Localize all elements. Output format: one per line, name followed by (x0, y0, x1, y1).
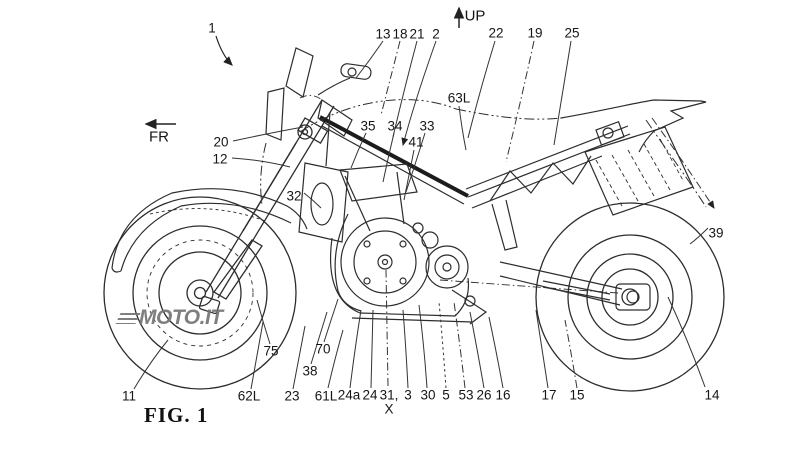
part-label-30: 30 (420, 387, 436, 403)
part-label-33: 33 (419, 118, 435, 134)
swingarm (439, 261, 651, 311)
part-label-53: 53 (458, 387, 474, 403)
front-fork (205, 99, 335, 300)
part-label-24a: 24a (337, 387, 361, 403)
front-wheel (103, 196, 297, 390)
part-label-34: 34 (387, 118, 403, 134)
part-label-62l: 62L (237, 388, 261, 404)
part-label-5: 5 (442, 387, 450, 403)
part-label-61l: 61L (314, 388, 338, 404)
part-label-22: 22 (488, 25, 504, 41)
part-label-11: 11 (121, 388, 137, 404)
part-label-17: 17 (541, 387, 557, 403)
part-label-21: 21 (409, 26, 425, 42)
watermark-text: MOTO.IT (139, 306, 223, 329)
pannier-muffler (584, 126, 694, 216)
front-fender (111, 188, 308, 273)
part-label-14: 14 (704, 387, 720, 403)
bodywork-outline (260, 99, 707, 208)
reference-1-arrow (215, 35, 233, 66)
part-label-38: 38 (302, 363, 318, 379)
part-label-13: 13 (375, 26, 391, 42)
figure-caption: FIG. 1 (144, 403, 209, 427)
fr-label: FR (149, 128, 169, 146)
radiator (298, 162, 349, 243)
part-label-20: 20 (213, 134, 229, 150)
part-label-41: 41 (408, 134, 424, 150)
part-label-1: 1 (208, 20, 216, 36)
part-label-70: 70 (315, 341, 331, 357)
part-label-31: 31, (379, 387, 399, 403)
up-label: UP (464, 7, 486, 25)
part-label-39: 39 (708, 225, 724, 241)
part-label-26: 26 (476, 387, 492, 403)
part-label-2: 2 (432, 26, 440, 42)
part-label-x: X (384, 401, 394, 417)
part-label-32: 32 (286, 188, 302, 204)
moto-it-watermark: MOTO.IT (115, 306, 223, 330)
rear-subframe (465, 121, 631, 251)
part-label-15: 15 (569, 387, 585, 403)
leader-lines (133, 40, 715, 390)
part-label-24: 24 (362, 387, 378, 403)
part-label-25: 25 (564, 25, 580, 41)
rear-wheel (535, 202, 725, 392)
engine (329, 163, 488, 325)
watermark-speedlines-icon (115, 312, 141, 324)
part-label-19: 19 (527, 25, 543, 41)
part-label-23: 23 (284, 388, 300, 404)
part-label-3: 3 (404, 387, 412, 403)
part-label-18: 18 (392, 26, 408, 42)
part-label-16: 16 (495, 387, 511, 403)
part-label-63l: 63L (447, 90, 471, 106)
handlebar-headlight (265, 47, 372, 141)
part-label-35: 35 (360, 118, 376, 134)
part-label-75: 75 (263, 343, 279, 359)
part-label-12: 12 (212, 151, 228, 167)
